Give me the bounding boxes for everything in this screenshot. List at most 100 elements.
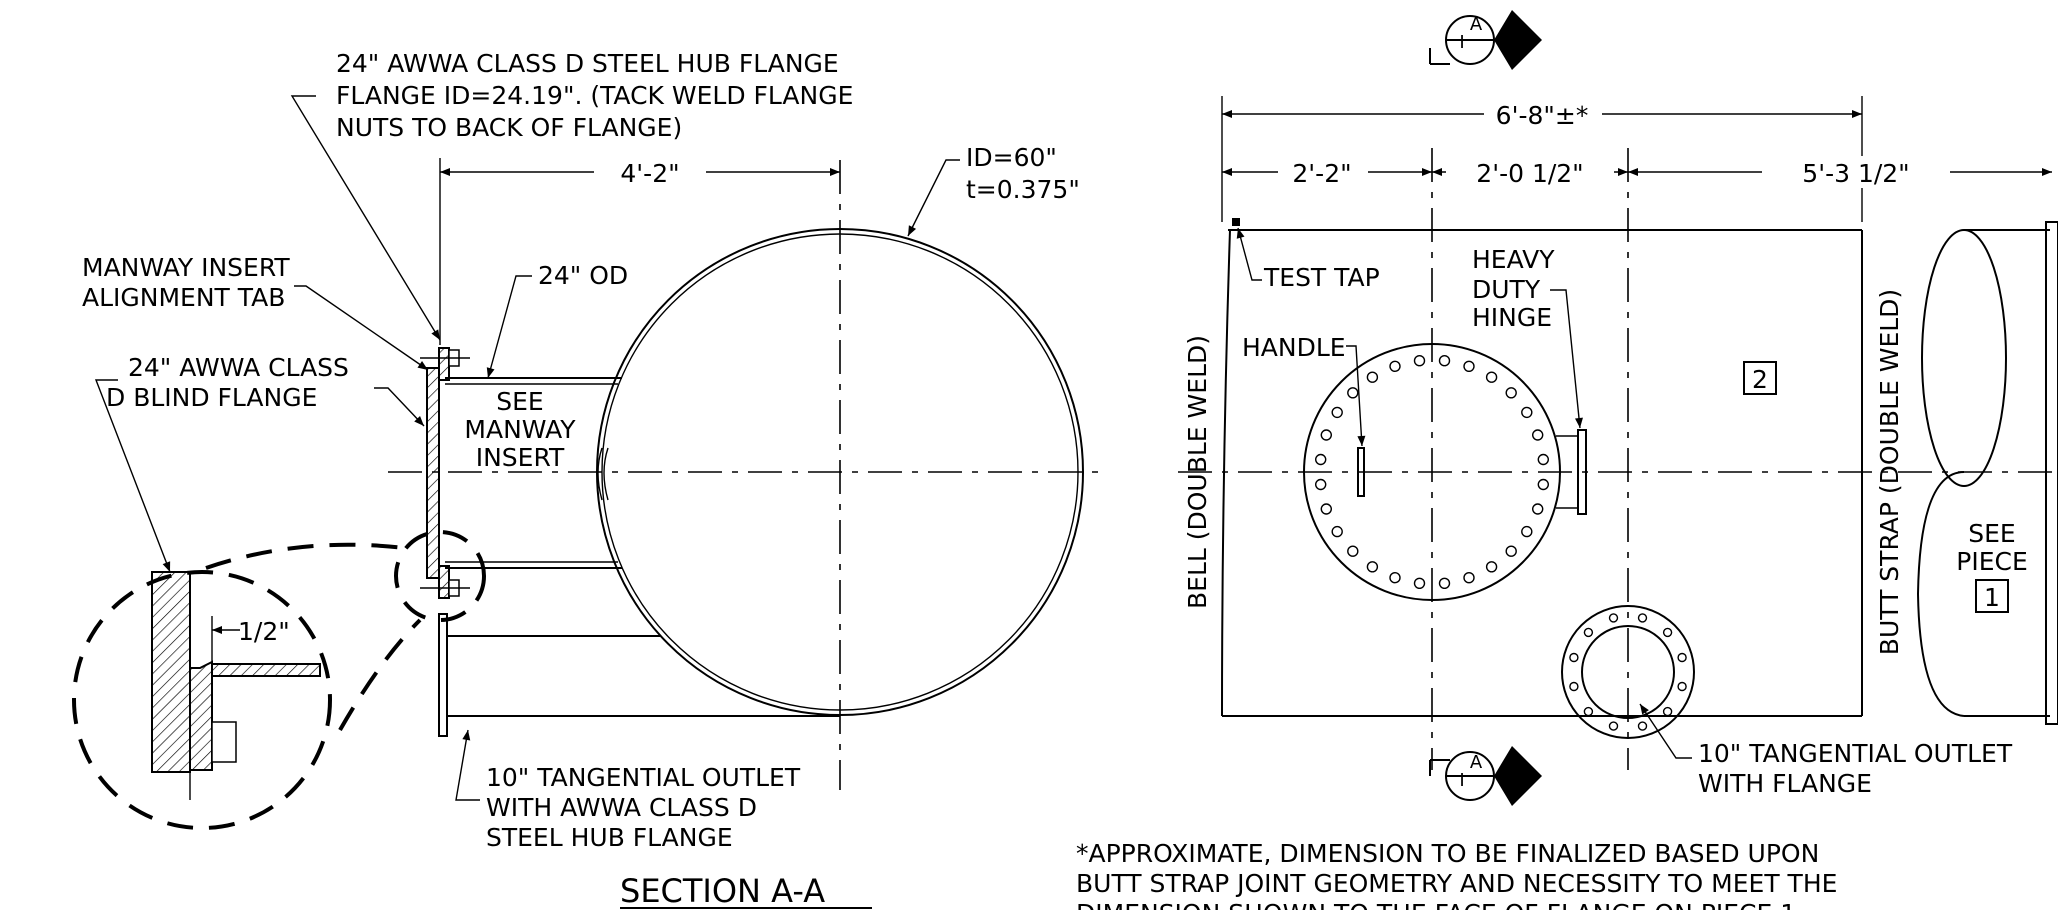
bolt-hole [1608, 613, 1619, 623]
section-title: SECTION A-A [620, 872, 825, 910]
bolt-hole [1608, 721, 1619, 731]
bolt-hole [1521, 406, 1533, 419]
hinge [1577, 429, 1587, 515]
bolt-hole [1637, 613, 1648, 623]
blind-flange-leader-right [374, 387, 425, 427]
bolt-hole [1505, 545, 1517, 557]
section-view: 4'-2" 24" AWWA CLASS D STEEL HUB FLANGE … [72, 49, 1108, 910]
bolt-hole [1637, 721, 1648, 731]
bolt-hole [1662, 627, 1673, 638]
id-note-leader [907, 159, 960, 237]
manway-cover [1303, 343, 1561, 601]
bolt-hole [1331, 406, 1343, 419]
plan-outlet-leader [1639, 703, 1692, 759]
detail-leader-upper [205, 542, 405, 570]
section-marker-bottom: A I [1429, 746, 1542, 806]
hub-flange-note-line-3: NUTS TO BACK OF FLANGE) [336, 113, 682, 142]
bolt-hole [1583, 706, 1594, 717]
blind-flange-note-line-1: 24" AWWA CLASS [128, 353, 349, 382]
bolt-hole [1347, 387, 1359, 399]
bolt-hole [1389, 572, 1401, 584]
sub-dim-c-gap [1762, 156, 1950, 188]
bolt-hole [1347, 545, 1359, 557]
butt-strap-label: BUTT STRAP (DOUBLE WELD) [1875, 289, 1904, 655]
plan-outlet-note-line-1: 10" TANGENTIAL OUTLET [1698, 739, 2013, 768]
bolt-hole [1485, 371, 1498, 383]
section-marker-top-sheet: I [1459, 32, 1464, 53]
bolt-hole [1531, 429, 1544, 441]
bell-end [1221, 229, 1231, 717]
sub-dim-a-label: 2'-2" [1292, 159, 1351, 188]
blind-flange [426, 367, 440, 579]
bolt-hole [1389, 360, 1401, 372]
handle [1357, 447, 1365, 497]
piece-1-end-upper [1921, 229, 2007, 487]
piece-tag: 2 [1752, 365, 1768, 394]
outlet-flange [438, 613, 448, 737]
bolt-hole [1438, 577, 1451, 589]
hinge-note-line-1: HEAVY [1472, 245, 1555, 274]
detail-circle [72, 570, 332, 830]
see-manway-line-3: INSERT [476, 443, 565, 472]
id-note-line-2: t=0.375" [966, 175, 1080, 204]
sub-dim-b-gap [1446, 156, 1614, 188]
outlet-leader [455, 729, 480, 801]
bolt-hole [1413, 577, 1426, 589]
detail-hub [189, 660, 213, 771]
manway-intersection-curve-2 [603, 447, 609, 501]
bolt-hole [1537, 453, 1550, 466]
footnote-line-3: DIMENSION SHOWN TO THE FACE OF FLANGE ON… [1076, 899, 1804, 910]
id-note-line-1: ID=60" [966, 143, 1057, 172]
see-manway-line-2: MANWAY [464, 415, 576, 444]
bolt-hole [1463, 360, 1475, 372]
test-tap [1232, 218, 1240, 226]
hub-flange-top [438, 347, 450, 381]
alignment-tab-note-line-1: MANWAY INSERT [82, 253, 290, 282]
hinge-note-line-3: HINGE [1472, 303, 1552, 332]
overall-dim-label: 6'-8"±* [1496, 101, 1589, 130]
sub-dim-b-label: 2'-0 1/2" [1476, 159, 1583, 188]
handle-label: HANDLE [1242, 333, 1346, 362]
see-manway-line-1: SEE [496, 387, 543, 416]
see-piece-tag-box [1975, 579, 2009, 613]
bolt-hole [1314, 478, 1327, 491]
piece-tag-box [1743, 361, 1777, 395]
bolt-hole [1521, 525, 1533, 538]
handle-leader [1346, 345, 1366, 447]
outlet-note-line-2: WITH AWWA CLASS D [486, 793, 757, 822]
bolt-hole [1485, 561, 1498, 573]
outlet-note-line-1: 10" TANGENTIAL OUTLET [486, 763, 801, 792]
bolt-hole [1537, 478, 1550, 491]
detail-bolt-head [211, 721, 237, 763]
sub-dim-c-label: 5'-3 1/2" [1802, 159, 1909, 188]
bolt-hole [1569, 681, 1579, 692]
bolt-hole [1531, 503, 1544, 515]
bolt-hole [1583, 627, 1594, 638]
alignment-tab-note-line-2: ALIGNMENT TAB [82, 283, 285, 312]
bolt-hole [1662, 706, 1673, 717]
hinge-leader [1550, 289, 1583, 429]
sub-dim-a-gap [1278, 156, 1368, 188]
detail-callout-circle [394, 530, 486, 622]
blind-flange-leader-left [94, 379, 171, 573]
footnote-line-2: BUTT STRAP JOINT GEOMETRY AND NECESSITY … [1076, 869, 1837, 898]
bolt-hole [1366, 371, 1379, 383]
hub-flange-note-line-1: 24" AWWA CLASS D STEEL HUB FLANGE [336, 49, 839, 78]
alignment-tab-leader [294, 285, 429, 371]
section-marker-bottom-sheet: I [1459, 770, 1464, 791]
bell-label: BELL (DOUBLE WELD) [1183, 335, 1212, 609]
overall-dim-gap [1484, 98, 1602, 130]
hinge-note-line-2: DUTY [1472, 275, 1541, 304]
section-marker-bottom-letter: A [1470, 752, 1483, 773]
see-piece-line-2: PIECE [1956, 547, 2028, 576]
detail-dim-label: 1/2" [238, 617, 290, 646]
section-marker-top: A I [1429, 10, 1542, 70]
bolt-hole [1677, 652, 1687, 663]
hub-flange-note-line-2: FLANGE ID=24.19". (TACK WELD FLANGE [336, 81, 853, 110]
plan-view: TEST TAP HEAVY DUTY HINGE HANDLE 2 BELL … [1076, 10, 2058, 910]
bolt-hole [1331, 525, 1343, 538]
outlet-bolt-circle [1569, 613, 1687, 731]
od-note-leader [486, 275, 532, 379]
bolt-hole [1438, 355, 1451, 367]
